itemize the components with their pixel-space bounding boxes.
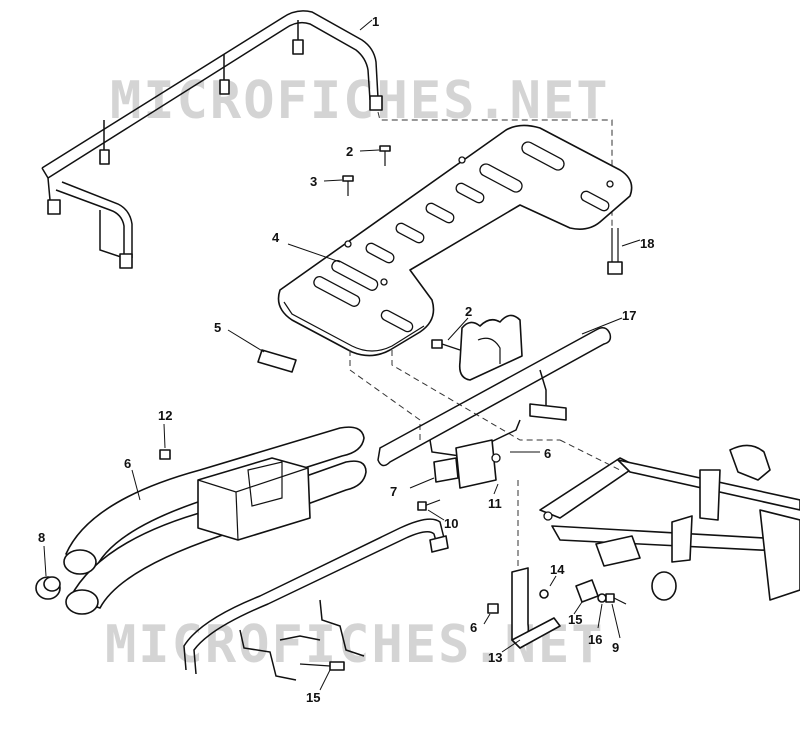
end-cap-part-8 — [35, 576, 61, 600]
callout-10: 7 — [390, 484, 397, 499]
callout-5: 5 — [214, 320, 221, 335]
callout-9: 15 — [306, 690, 320, 705]
chassis-frame — [539, 444, 800, 601]
rack-plate — [277, 124, 633, 357]
callout-18: 18 — [640, 236, 654, 251]
callout-13: 13 — [488, 650, 502, 665]
nut-part-6-left — [159, 449, 171, 460]
bolt-part-11 — [417, 499, 441, 511]
lower-bumper-part-9 — [183, 518, 449, 681]
watermark-bottom: MICROFICHES.NET — [105, 615, 605, 675]
center-mount-bracket — [433, 439, 501, 489]
callout-1: 1 — [372, 14, 379, 29]
callout-14: 15 — [568, 612, 582, 627]
callout-6-bottom: 6 — [470, 620, 477, 635]
callout-6-right: 6 — [544, 446, 551, 461]
callout-15-lower: 16 — [588, 632, 602, 647]
bolt-part-18 — [607, 228, 623, 275]
callout-2-top: 2 — [346, 144, 353, 159]
spacer-part-14 — [575, 579, 599, 603]
callout-16: 9 — [612, 640, 619, 655]
decal-part-5 — [257, 349, 297, 373]
bumper-part-7 — [63, 426, 367, 615]
callout-8: 8 — [38, 530, 45, 545]
callout-6-left: 12 — [158, 408, 172, 423]
callout-3: 3 — [310, 174, 317, 189]
callout-7: 6 — [124, 456, 131, 471]
bracket-part-13 — [511, 567, 561, 649]
screw-part-3 — [342, 175, 354, 196]
washer-part-15-upper — [539, 589, 549, 599]
washer-part-15-lower — [597, 593, 607, 603]
screw-part-2 — [379, 145, 391, 166]
callout-2-mid: 2 — [465, 304, 472, 319]
bracket-part-2 — [431, 314, 523, 381]
support-rail-part-17 — [377, 327, 612, 467]
callout-11: 10 — [444, 516, 458, 531]
callout-17: 17 — [622, 308, 636, 323]
callout-4: 4 — [272, 230, 280, 245]
nut-part-6-bottom — [487, 603, 499, 614]
bolt-part-16 — [605, 593, 627, 605]
callout-12: 11 — [488, 496, 502, 511]
callout-15-upper: 14 — [550, 562, 565, 577]
upper-rack-rail — [41, 10, 383, 269]
watermark-top: MICROFICHES.NET — [110, 71, 610, 131]
